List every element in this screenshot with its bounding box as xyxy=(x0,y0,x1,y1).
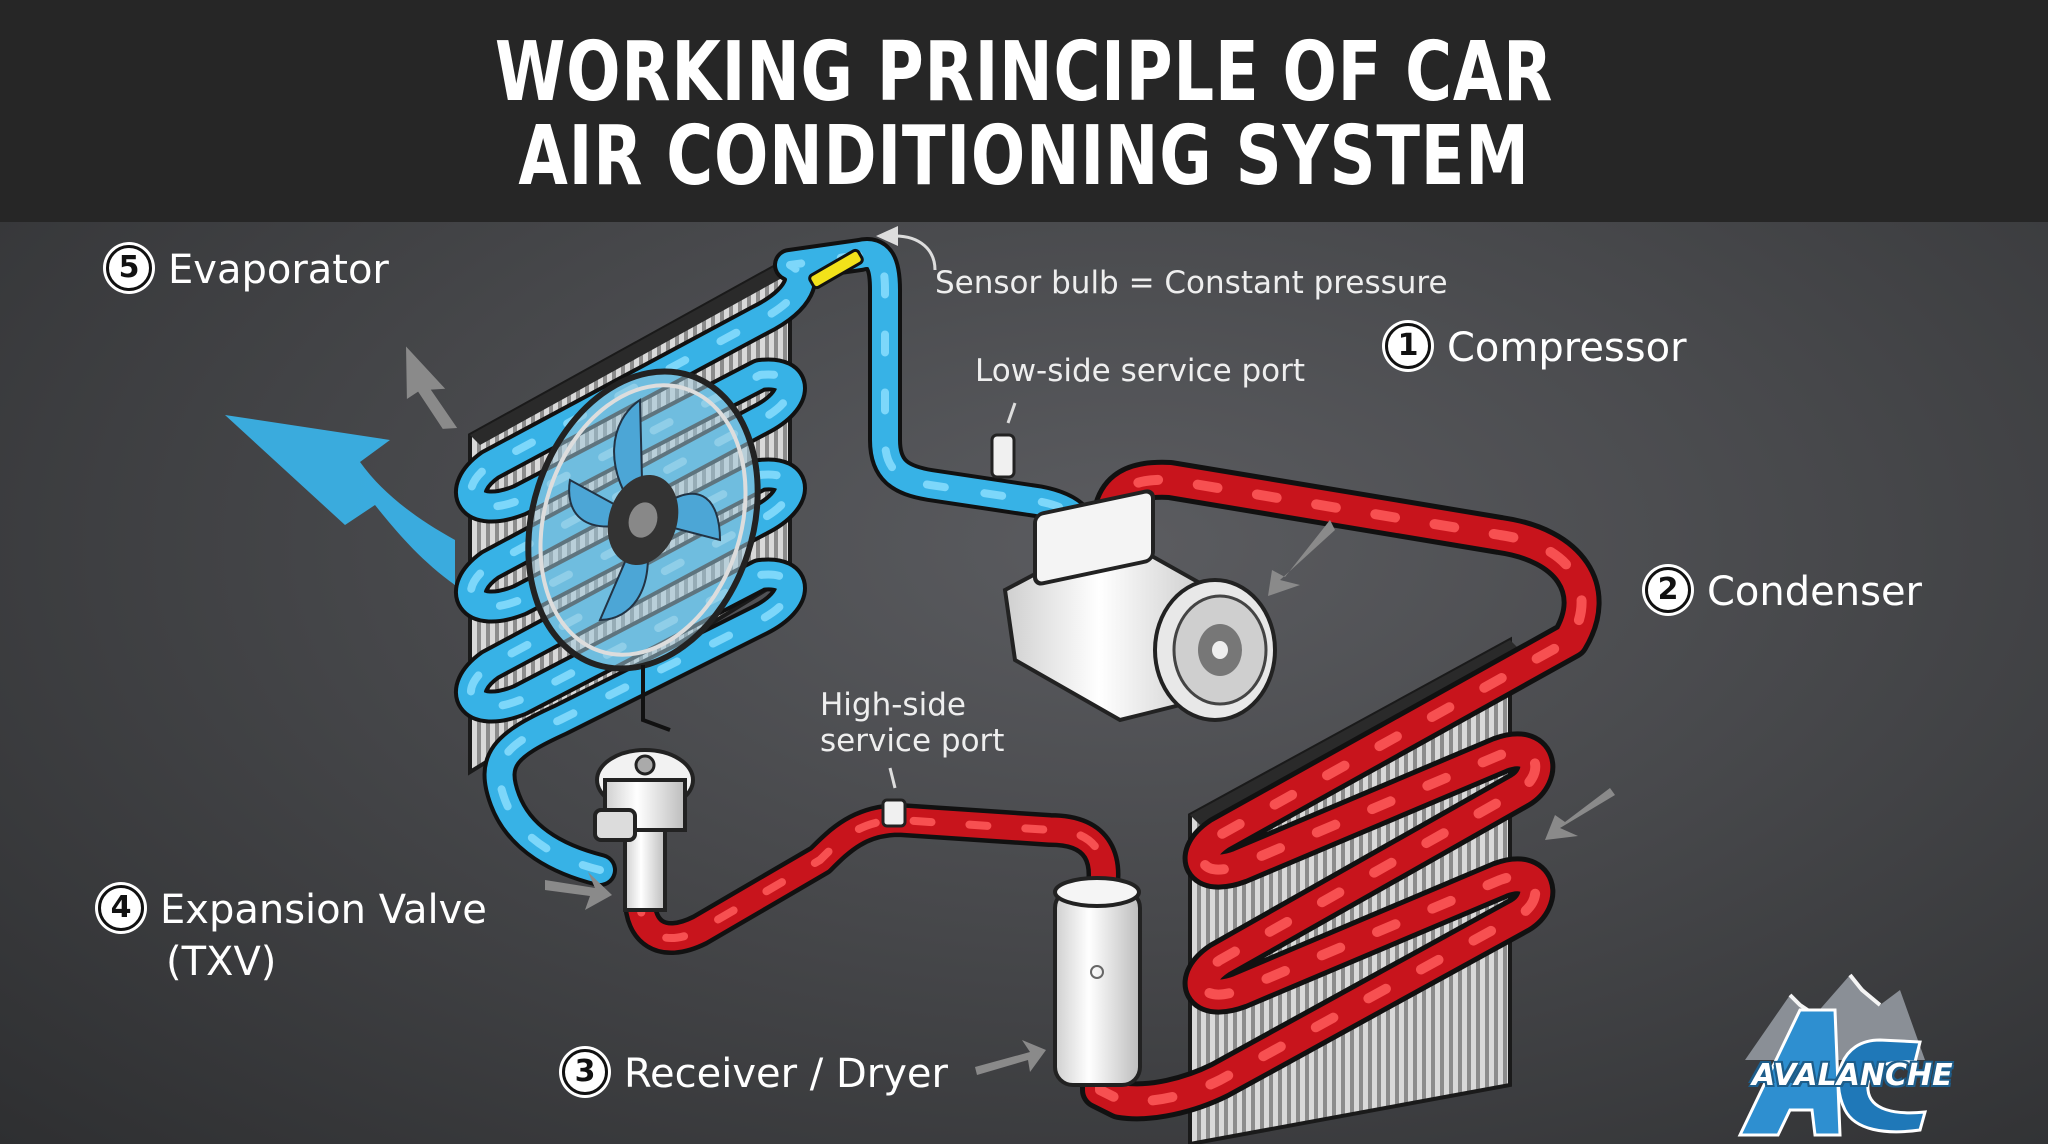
cool-air-arrow-icon xyxy=(225,415,455,585)
compressor-arrow-icon xyxy=(1268,520,1335,596)
mountain-logo-icon xyxy=(1737,973,1928,1137)
low-side-port-label: Low-side service port xyxy=(975,353,1306,389)
expansion-valve xyxy=(593,748,695,912)
receiver-dryer-number-badge: 3 xyxy=(562,1049,608,1095)
compressor-label-text: Compressor xyxy=(1447,325,1687,371)
expansion-valve-number-badge: 4 xyxy=(98,885,144,931)
sensor-pointer-arrowhead-icon xyxy=(876,226,898,246)
evaporator-number-badge: 5 xyxy=(106,245,152,291)
condenser-label-text: Condenser xyxy=(1707,569,1922,615)
expansion-valve-label: 4 Expansion Valve xyxy=(98,885,487,935)
condenser-label: 2 Condenser xyxy=(1645,567,1922,617)
condenser-number-badge: 2 xyxy=(1645,567,1691,613)
fan-icon xyxy=(525,368,761,732)
cold-refrigerant-line xyxy=(454,237,1102,887)
receiver-dryer-label-text: Receiver / Dryer xyxy=(624,1051,948,1097)
evaporator-label: 5 Evaporator xyxy=(106,245,389,295)
receiver-dryer xyxy=(1053,876,1142,1087)
title-bar: WORKING PRINCIPLE OF CAR AIR CONDITIONIN… xyxy=(0,0,2048,222)
expansion-valve-arrow-icon xyxy=(545,872,612,910)
expansion-valve-label-text: Expansion Valve xyxy=(160,887,487,933)
compressor xyxy=(1002,489,1277,723)
sensor-bulb xyxy=(808,248,864,290)
evaporator-arrow-icon xyxy=(406,346,458,429)
sensor-pointer-line xyxy=(894,234,937,271)
compressor-label: 1 Compressor xyxy=(1385,323,1687,373)
diagram-area: 5 Evaporator 1 Compressor 2 Condenser 4 Expa… xyxy=(0,222,2048,1144)
sensor-bulb-label: Sensor bulb = Constant pressure xyxy=(935,265,1448,301)
evaporator-label-text: Evaporator xyxy=(168,247,389,293)
high-side-service-port xyxy=(881,767,907,828)
compressor-number-badge: 1 xyxy=(1385,323,1431,369)
ac-system-diagram xyxy=(225,226,1928,1144)
hot-refrigerant-line xyxy=(623,459,1602,1122)
low-side-service-port xyxy=(990,402,1017,479)
high-side-port-label-line2: service port xyxy=(820,723,1005,759)
expansion-valve-sublabel: (TXV) xyxy=(166,939,277,985)
high-side-port-label-line1: High-side xyxy=(820,687,966,723)
title-line-2: AIR CONDITIONING SYSTEM xyxy=(518,109,1530,204)
title-line-1: WORKING PRINCIPLE OF CAR xyxy=(494,25,1554,120)
logo-wordmark: AVALANCHE xyxy=(1752,1058,1953,1093)
condenser-arrow-icon xyxy=(1545,788,1615,840)
receiver-dryer-label: 3 Receiver / Dryer xyxy=(562,1049,948,1099)
receiver-dryer-arrow-icon xyxy=(975,1040,1046,1075)
